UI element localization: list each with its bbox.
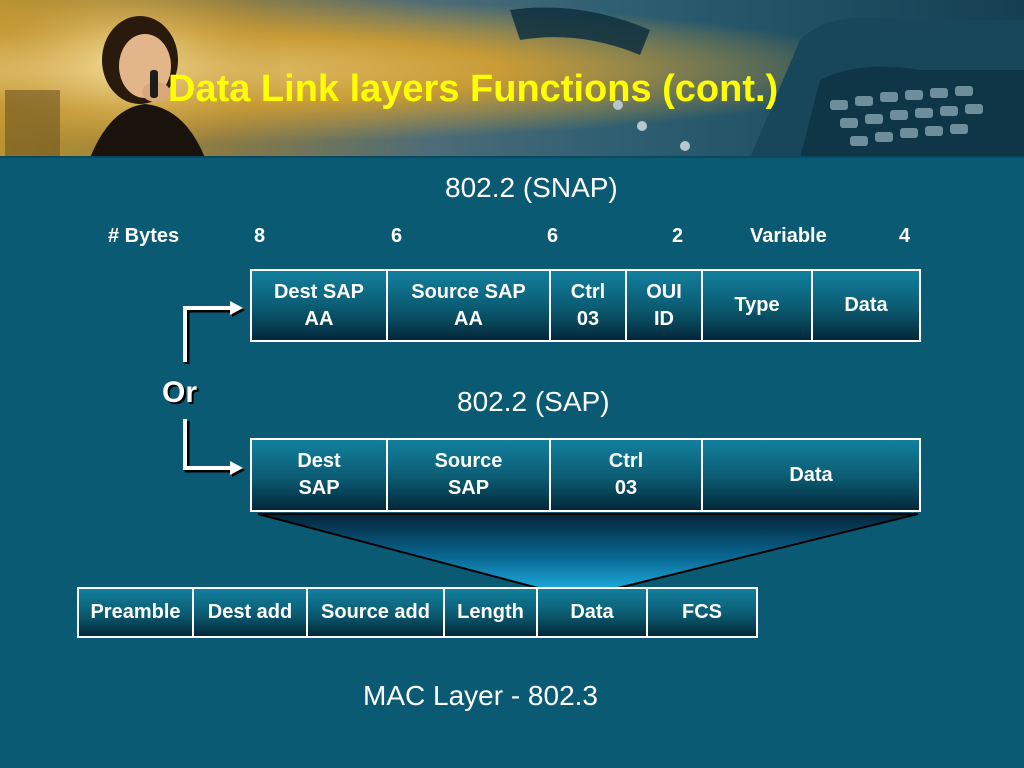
snap-field-dest-sap: Dest SAP AA bbox=[252, 271, 388, 340]
byte-count-data: 4 bbox=[899, 225, 911, 247]
snap-field-ctrl: Ctrl 03 bbox=[551, 271, 627, 340]
mac-field-data: Data bbox=[538, 589, 648, 636]
mac-caption: MAC Layer - 802.3 bbox=[363, 680, 598, 711]
field-label: Dest SAP bbox=[273, 280, 365, 303]
snap-field-type: Type bbox=[703, 271, 813, 340]
sap-field-ctrl: Ctrl 03 bbox=[551, 440, 703, 510]
byte-count-source-sap: 6 bbox=[391, 225, 403, 247]
mac-field-fcs: FCS bbox=[648, 589, 756, 636]
field-value: 03 bbox=[576, 307, 600, 330]
snap-field-data: Data bbox=[813, 271, 919, 340]
keyboard-phone-photo bbox=[510, 7, 1024, 158]
sap-field-dest: Dest SAP bbox=[252, 440, 388, 510]
mac-field-dest-add: Dest add bbox=[194, 589, 308, 636]
upper-bracket-arrow-icon bbox=[183, 301, 245, 364]
sap-field-source: Source SAP bbox=[388, 440, 551, 510]
field-value: AA bbox=[454, 307, 483, 330]
field-label: OUI bbox=[646, 280, 682, 303]
field-label: Ctrl bbox=[608, 450, 644, 472]
field-label: Source SAP bbox=[411, 280, 526, 303]
encapsulation-funnel bbox=[257, 513, 919, 589]
page-title: Data Link layers Functions (cont.) bbox=[168, 68, 779, 110]
field-value: AA bbox=[304, 307, 334, 330]
byte-count-dest-sap: 8 bbox=[254, 225, 266, 247]
or-label: Or bbox=[162, 376, 198, 409]
field-label: Dest bbox=[297, 450, 341, 472]
byte-count-ctrl: 6 bbox=[547, 225, 559, 247]
banner-divider bbox=[0, 156, 1024, 158]
sap-heading: 802.2 (SAP) bbox=[457, 386, 610, 417]
sap-field-data: Data bbox=[703, 440, 919, 510]
field-label: Source bbox=[434, 450, 503, 472]
snap-heading: 802.2 (SNAP) bbox=[445, 172, 618, 203]
mac-field-preamble: Preamble bbox=[79, 589, 194, 636]
header-banner: Data Link layers Functions (cont.) bbox=[0, 0, 1024, 158]
snap-field-oui: OUI ID bbox=[627, 271, 703, 340]
field-label: Data bbox=[844, 294, 888, 316]
byte-count-oui: 2 bbox=[672, 225, 684, 247]
mac-frame: Preamble Dest add Source add Length Data… bbox=[77, 587, 758, 638]
field-value: 03 bbox=[614, 477, 638, 499]
mac-field-length: Length bbox=[445, 589, 538, 636]
bytes-label: # Bytes bbox=[108, 225, 180, 247]
field-label: Ctrl bbox=[570, 280, 606, 303]
lower-bracket-arrow-icon bbox=[183, 419, 245, 477]
field-label: Data bbox=[789, 463, 833, 486]
mac-field-source-add: Source add bbox=[308, 589, 445, 636]
field-value: SAP bbox=[298, 477, 340, 499]
woman-on-phone-photo bbox=[0, 0, 280, 158]
field-value: ID bbox=[654, 307, 674, 330]
byte-count-type: Variable bbox=[750, 225, 827, 247]
snap-frame: Dest SAP AA Source SAP AA Ctrl 03 OUI ID… bbox=[250, 269, 921, 342]
snap-field-source-sap: Source SAP AA bbox=[388, 271, 551, 340]
sap-frame: Dest SAP Source SAP Ctrl 03 Data bbox=[250, 438, 921, 512]
field-label: Type bbox=[734, 294, 780, 316]
field-value: SAP bbox=[447, 477, 490, 499]
